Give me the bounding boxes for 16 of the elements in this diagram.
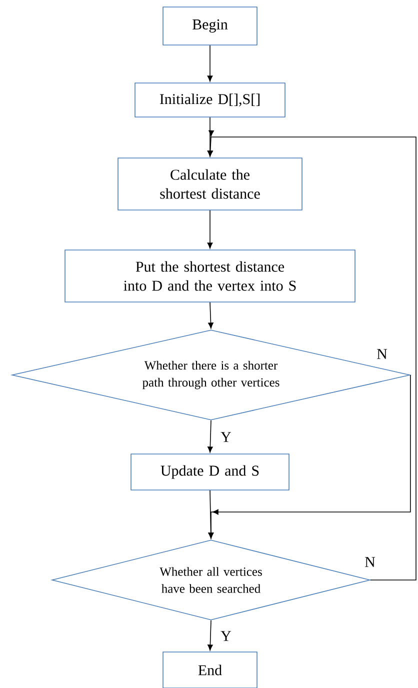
arrow	[208, 130, 416, 580]
arrow	[207, 210, 213, 249]
process-box: Calculate the shortest distance	[118, 158, 302, 210]
process-box: Update D and S	[130, 454, 290, 490]
edge-label: N	[376, 348, 388, 360]
arrow	[208, 374, 411, 539]
process-box: Begin	[162, 6, 258, 46]
arrow	[208, 420, 213, 453]
edge-label: Y	[220, 431, 232, 443]
process-box: Put the shortest distance into D and the vertex into S	[64, 250, 356, 302]
arrow	[208, 620, 213, 651]
process-box: End	[162, 652, 258, 688]
edge-label: Y	[220, 630, 232, 642]
arrow	[207, 45, 213, 82]
arrow	[208, 302, 214, 329]
process-box: Initialize D[],S[]	[134, 82, 286, 118]
